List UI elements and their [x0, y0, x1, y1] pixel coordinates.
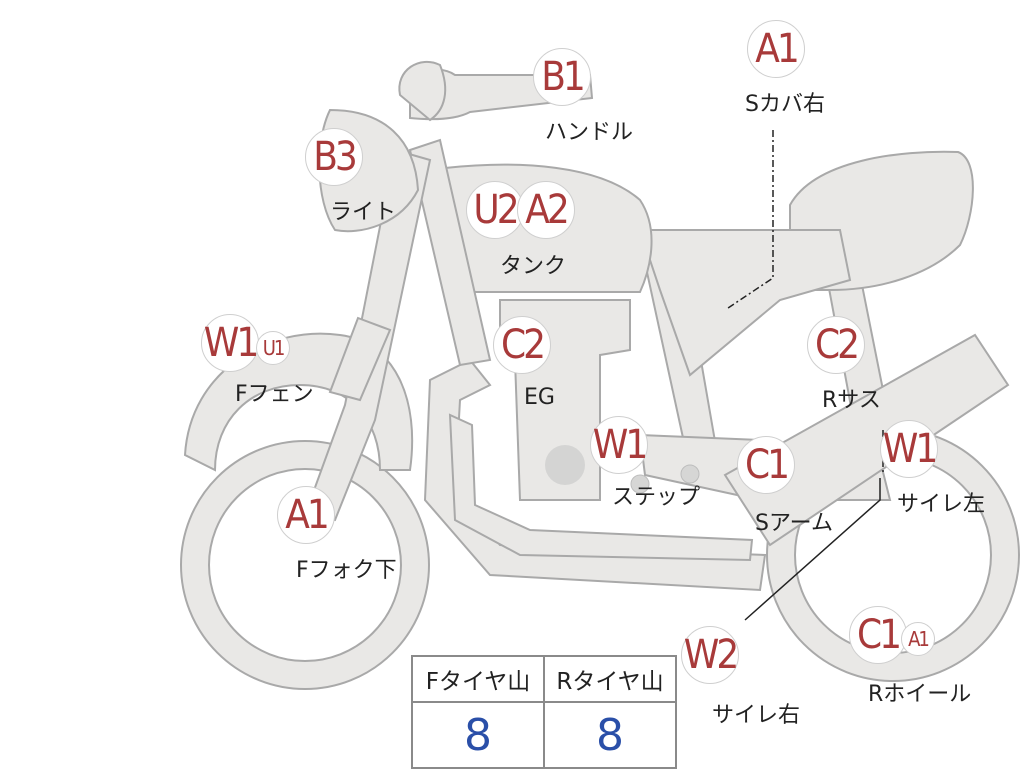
damage-code-badge: A1 [277, 486, 335, 544]
damage-code-badge: U1 [256, 331, 290, 365]
table-header-row: Fタイヤ山 Rタイヤ山 [411, 655, 677, 703]
damage-code-badge: C2 [807, 316, 865, 374]
tire-tread-table: Fタイヤ山 Rタイヤ山 8 8 [411, 655, 677, 769]
damage-code-badge: A1 [901, 622, 935, 656]
part-label: Sアーム [755, 511, 833, 536]
damage-code-badge: A1 [747, 20, 805, 78]
part-label: ステップ [612, 485, 701, 510]
damage-code-badge: W2 [681, 626, 739, 684]
part-label: サイレ右 [712, 703, 801, 728]
damage-code-badge: B3 [305, 128, 363, 186]
damage-code-badge: W1 [201, 314, 259, 372]
part-label: Fフォク下 [296, 558, 397, 583]
part-label: サイレ左 [897, 492, 986, 517]
front-tire-tread-header: Fタイヤ山 [411, 655, 545, 703]
damage-code-badge: C1 [849, 606, 907, 664]
front-tire-tread-value[interactable]: 8 [411, 701, 545, 769]
damage-code-badge: C1 [737, 436, 795, 494]
part-label: Sカバ右 [745, 92, 825, 117]
damage-code-badge: W1 [880, 420, 938, 478]
part-label: Fフェン [235, 382, 314, 407]
shock-cover-leader-line [727, 130, 774, 309]
table-row: 8 8 [411, 701, 677, 769]
damage-code-badge: C2 [493, 316, 551, 374]
part-label: タンク [500, 254, 567, 279]
rear-tire-tread-header: Rタイヤ山 [543, 655, 677, 703]
part-label: ライト [330, 200, 397, 225]
part-label: ハンドル [545, 120, 634, 145]
damage-code-badge: B1 [533, 48, 591, 106]
damage-code-badge: U2 [466, 181, 524, 239]
damage-code-badge: W1 [590, 416, 648, 474]
part-label: Rホイール [868, 682, 972, 707]
damage-code-badge: A2 [517, 181, 575, 239]
rear-tire-tread-value[interactable]: 8 [543, 701, 677, 769]
part-label: EG [524, 385, 555, 410]
part-label: Rサス [822, 388, 881, 413]
muffler-right-leader-line [744, 478, 881, 621]
